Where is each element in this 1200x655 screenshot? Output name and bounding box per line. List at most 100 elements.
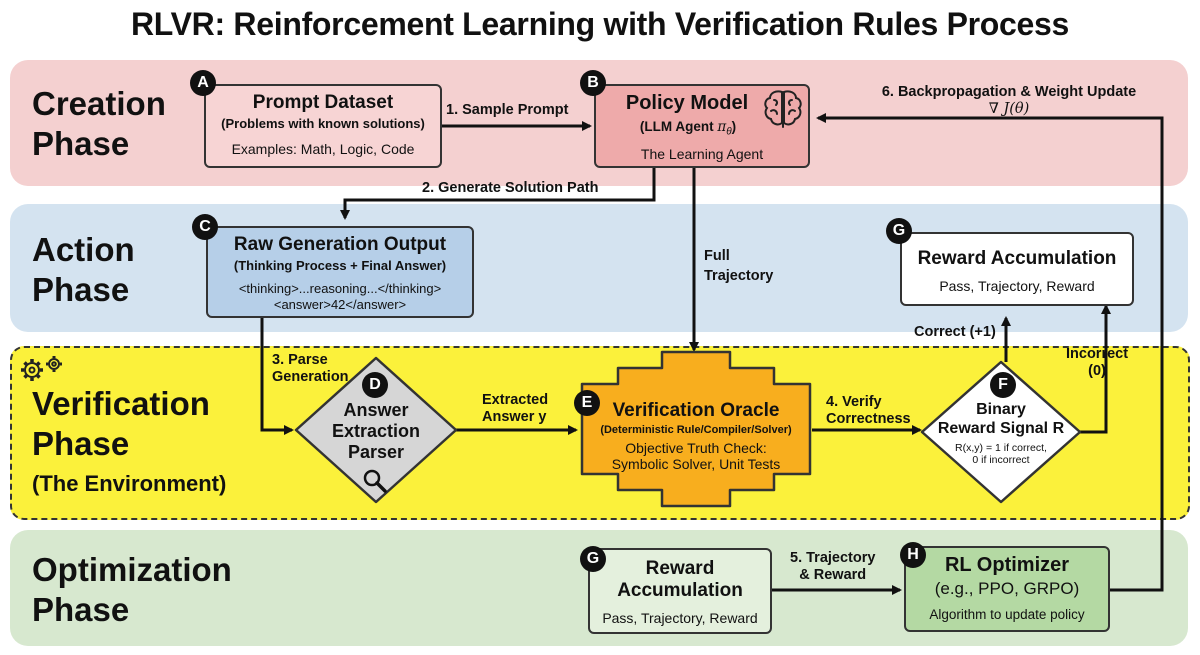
verification-oracle-node: Verification Oracle (Deterministic Rule/… [586,400,806,472]
node-detail: Symbolic Solver, Unit Tests [611,456,781,472]
edge-incorrect [1080,304,1111,434]
binary-reward-diamond [920,360,1082,504]
node-title: Policy Model [625,92,749,114]
edge-label-line: 3. Parse [272,352,328,368]
node-detail: Examples: Math, Logic, Code [231,141,415,157]
reward-accumulation-bottom-node: Reward Accumulation Pass, Trajectory, Re… [588,548,772,634]
node-title-line: Answer [343,400,409,420]
phase-label-line: Verification [32,385,210,422]
binary-reward-signal-node: Binary Reward Signal R R(x,y) = 1 if cor… [936,400,1066,466]
magnifier-icon [363,469,387,493]
node-subtitle: (Thinking Process + Final Answer) [233,258,447,273]
phase-label-line: Phase [32,125,130,162]
edge-label-line: Correctness [826,411,911,427]
phase-label-line: Action [32,231,135,268]
gradient-formula: ∇ J(θ) [988,101,1030,117]
reward-accumulation-top-node: Reward Accumulation Pass, Trajectory, Re… [900,232,1134,306]
node-subtitle: (Problems with known solutions) [221,116,425,131]
node-title-line: Accumulation [617,580,743,601]
phase-label-line: Phase [32,271,130,308]
subtitle-suffix: ) [731,119,737,134]
node-detail: 0 if incorrect [972,454,1030,466]
edge-backpropagation [816,113,1164,592]
subtitle-prefix: (LLM Agent [639,119,718,134]
node-title-line: Binary [976,401,1026,418]
badge-h: H [900,542,926,568]
node-title-line: Reward [645,558,715,579]
edge-label-line: & Reward [799,567,867,583]
edge-label-parse-generation: 3. Parse Generation [272,352,349,386]
phase-label-line: Optimization [32,551,232,588]
node-detail: Pass, Trajectory, Reward [602,610,758,626]
edge-label-line: (0) [1088,363,1106,379]
node-detail: <thinking>...reasoning...</thinking> [238,281,442,296]
node-subtitle: (e.g., PPO, GRPO) [934,579,1080,598]
edge-label-line: 6. Backpropagation & Weight Update [881,84,1137,100]
edge-label-extracted-answer: Extracted Answer y [482,392,548,426]
edge-label-line: Full [704,248,730,264]
node-subtitle: (LLM Agent πθ) [596,119,780,138]
optimization-phase-label: Optimization Phase [32,550,232,630]
phase-label-line: Phase [32,591,130,628]
edge-label-line: Answer y [482,409,547,425]
edge-label-verify-correctness: 4. Verify Correctness [826,394,911,428]
phase-label-subtitle: (The Environment) [32,471,227,496]
edge-label-full-trajectory: Full Trajectory [704,246,773,286]
edge-label-line: Incorrect [1066,346,1129,362]
node-title: RL Optimizer [944,554,1070,576]
edge-label-line: 5. Trajectory [790,550,876,566]
node-title: Verification Oracle [612,400,780,421]
node-detail: R(x,y) = 1 if correct, [955,442,1047,454]
edge-label-line: Trajectory [704,268,774,284]
badge-c: C [192,214,218,240]
edge-label-trajectory-reward: 5. Trajectory & Reward [790,550,875,584]
edge-label-backpropagation: 6. Backpropagation & Weight Update ∇ J(θ… [874,84,1144,118]
node-title-line: Reward Signal R [937,420,1065,437]
node-title: Reward Accumulation [917,248,1117,269]
edge-label-correct: Correct (+1) [914,324,996,340]
rl-optimizer-node: RL Optimizer (e.g., PPO, GRPO) Algorithm… [904,546,1110,632]
node-title-line: Parser [347,442,405,462]
edge-label-line: 4. Verify [826,394,882,410]
verification-oracle-gear [580,350,812,508]
answer-extraction-parser-node: Answer Extraction Parser [318,400,434,463]
gears-icon [21,356,62,381]
prompt-dataset-node: Prompt Dataset (Problems with known solu… [204,84,442,168]
node-title: Raw Generation Output [233,234,447,255]
policy-model-node: Policy Model (LLM Agent πθ) The Learning… [594,84,810,168]
action-phase-label: Action Phase [32,230,135,310]
raw-generation-output-node: Raw Generation Output (Thinking Process … [206,226,474,318]
edge-generate-solution [340,168,656,220]
node-detail: Pass, Trajectory, Reward [939,278,1095,294]
answer-extraction-diamond [294,356,458,504]
node-detail: The Learning Agent [640,145,764,162]
pi-symbol: π [717,119,727,135]
diagram-title: RLVR: Reinforcement Learning with Verifi… [130,6,1070,42]
edge-label-sample-prompt: 1. Sample Prompt [446,102,569,118]
edge-label-line: Generation [272,369,349,385]
phase-label-line: Phase [32,425,130,462]
badge-g-bottom: G [580,546,606,572]
edge-label-line: Extracted [482,392,549,408]
creation-phase-label: Creation Phase [32,84,166,164]
node-detail: Objective Truth Check: [625,440,767,456]
node-subtitle: (Deterministic Rule/Compiler/Solver) [600,424,792,436]
node-title: Prompt Dataset [252,92,394,113]
edge-parse-generation [260,318,294,435]
badge-e: E [574,390,600,416]
badge-g-top: G [886,218,912,244]
theta-subscript: θ [726,126,732,138]
node-title-line: Extraction [331,421,421,441]
node-detail: Algorithm to update policy [929,607,1085,622]
node-detail: <answer>42</answer> [273,297,407,312]
brain-icon [764,90,802,128]
badge-a: A [190,70,216,96]
phase-label-line: Creation [32,85,166,122]
badge-f: F [990,372,1016,398]
badge-b: B [580,70,606,96]
edge-label-generate-solution: 2. Generate Solution Path [422,180,599,196]
badge-d: D [362,372,388,398]
edge-label-incorrect: Incorrect (0) [1066,346,1128,380]
verification-phase-label: Verification Phase (The Environment) [32,384,226,504]
